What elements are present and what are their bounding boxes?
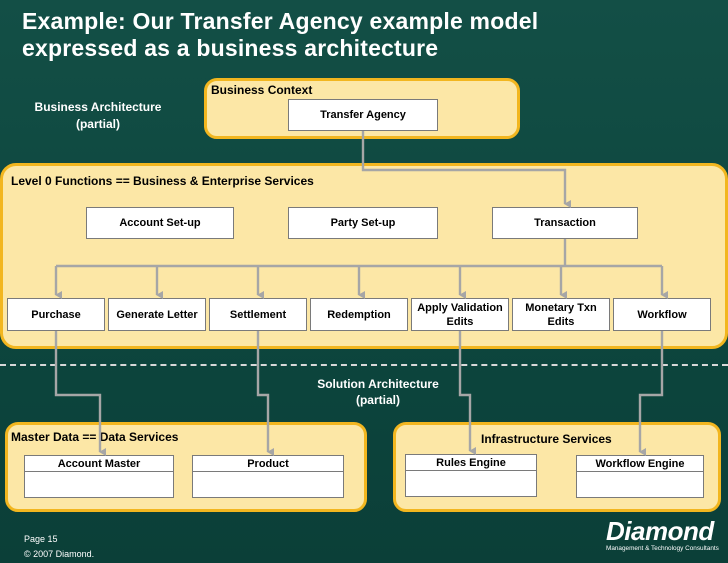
connector-apply-validation-to-rules-engine: [458, 331, 476, 455]
solution-architecture-label-line-1: Solution Architecture: [317, 377, 439, 391]
slide-title-line-2: expressed as a business architecture: [22, 35, 439, 61]
diamond-logo: Diamond Management & Technology Consulta…: [606, 518, 722, 553]
transaction-box: Transaction: [492, 207, 638, 239]
connector-settlement-to-product: [256, 331, 274, 456]
rules-engine-label: Rules Engine: [406, 455, 536, 471]
function-apply-validation-label-line-1: Apply Validation: [417, 301, 503, 314]
workflow-engine-label: Workflow Engine: [577, 456, 703, 472]
function-purchase-box: Purchase: [7, 298, 105, 331]
product-service: Product: [192, 455, 344, 498]
function-workflow-box: Workflow: [613, 298, 711, 331]
logo-name: Diamond: [606, 516, 714, 546]
account-master-label: Account Master: [25, 456, 173, 472]
function-monetary-txn-label-line-1: Monetary Txn: [525, 301, 597, 314]
workflow-engine-service: Workflow Engine: [576, 455, 704, 498]
account-master-service: Account Master: [24, 455, 174, 498]
function-apply-validation-label-line-2: Edits: [446, 315, 474, 328]
infrastructure-title: Infrastructure Services: [481, 432, 612, 446]
business-architecture-label-line-2: (partial): [75, 117, 120, 131]
slide-title-line-1: Example: Our Transfer Agency example mod…: [22, 8, 539, 34]
function-generate-letter-label: Generate Letter: [116, 308, 198, 321]
level0-title: Level 0 Functions == Business & Enterpri…: [11, 174, 314, 188]
function-monetary-txn-label-line-2: Edits: [547, 315, 575, 328]
connector-workflow-to-workflow-engine: [638, 331, 664, 456]
solution-architecture-label-line-2: (partial): [355, 393, 400, 407]
copyright: © 2007 Diamond.: [24, 549, 95, 559]
business-architecture-label: Business Architecture (partial): [18, 99, 178, 133]
business-context-title: Business Context: [211, 83, 313, 97]
function-generate-letter-box: Generate Letter: [108, 298, 206, 331]
function-purchase-label: Purchase: [31, 308, 81, 321]
page-number: Page 15: [24, 534, 58, 544]
function-redemption-box: Redemption: [310, 298, 408, 331]
function-settlement-label: Settlement: [229, 308, 287, 321]
connector-purchase-to-account-master: [54, 331, 106, 456]
solution-architecture-label: Solution Architecture (partial): [290, 376, 466, 408]
rules-engine-service: Rules Engine: [405, 454, 537, 497]
architecture-divider: [0, 364, 728, 366]
connector-transfer-agency-to-transaction: [361, 131, 571, 208]
account-setup-box: Account Set-up: [86, 207, 234, 239]
function-workflow-label: Workflow: [637, 308, 687, 321]
master-data-title: Master Data == Data Services: [11, 430, 179, 444]
party-setup-box: Party Set-up: [288, 207, 438, 239]
function-monetary-txn-edits-box: Monetary Txn Edits: [512, 298, 610, 331]
slide-title: Example: Our Transfer Agency example mod…: [22, 8, 712, 62]
logo-tagline: Management & Technology Consultants: [606, 545, 719, 552]
business-architecture-label-line-1: Business Architecture: [34, 100, 162, 114]
transfer-agency-box: Transfer Agency: [288, 99, 438, 131]
function-redemption-label: Redemption: [327, 308, 391, 321]
product-label: Product: [193, 456, 343, 472]
